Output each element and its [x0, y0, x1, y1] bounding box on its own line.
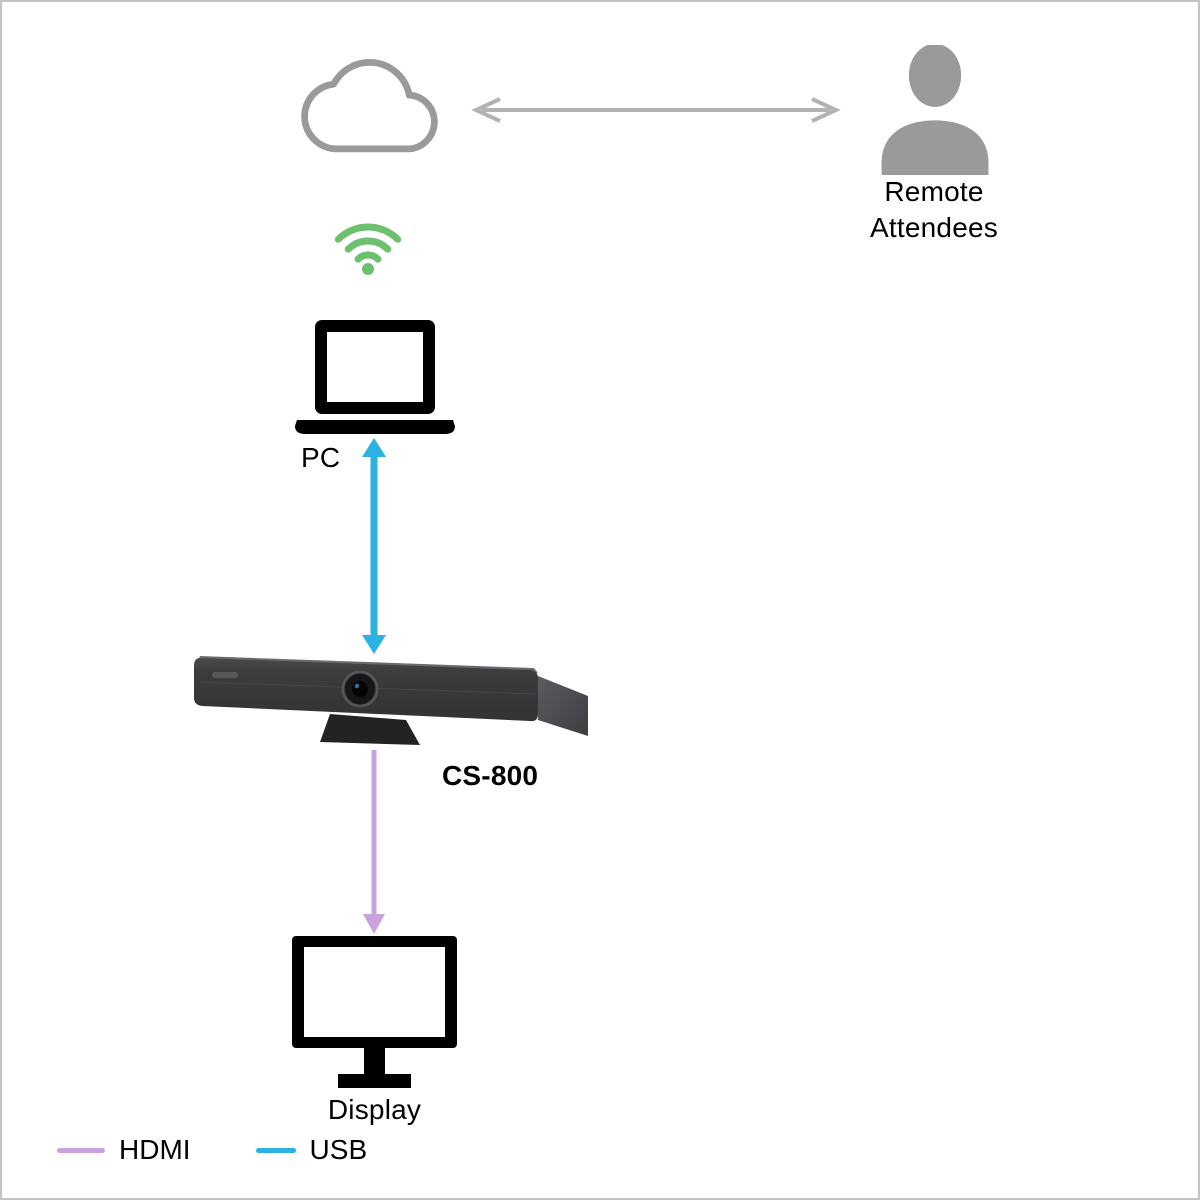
cs800-label: CS-800 — [442, 760, 539, 791]
hdmi-legend-label: HDMI — [119, 1134, 191, 1165]
usb-legend-label: USB — [309, 1134, 368, 1165]
cs800-device-image — [192, 644, 592, 759]
remote-attendees-icon — [874, 43, 996, 175]
usb-line-swatch — [255, 1147, 296, 1153]
cloud-remote-arrow — [470, 96, 842, 124]
wifi-icon — [318, 207, 418, 277]
display-monitor-icon — [292, 936, 457, 1088]
pc-label: PC — [301, 442, 341, 473]
legend: HDMI USB — [57, 1134, 367, 1166]
pc-laptop-icon — [295, 320, 455, 438]
remote-attendees-label: Remote Attendees — [870, 176, 998, 244]
legend-item-usb: USB — [255, 1134, 368, 1166]
legend-item-hdmi: HDMI — [57, 1134, 191, 1166]
hdmi-arrow — [359, 750, 389, 934]
usb-arrow — [359, 438, 389, 654]
display-label: Display — [327, 1094, 422, 1125]
hdmi-line-swatch — [57, 1147, 105, 1153]
cloud-icon — [292, 57, 447, 157]
